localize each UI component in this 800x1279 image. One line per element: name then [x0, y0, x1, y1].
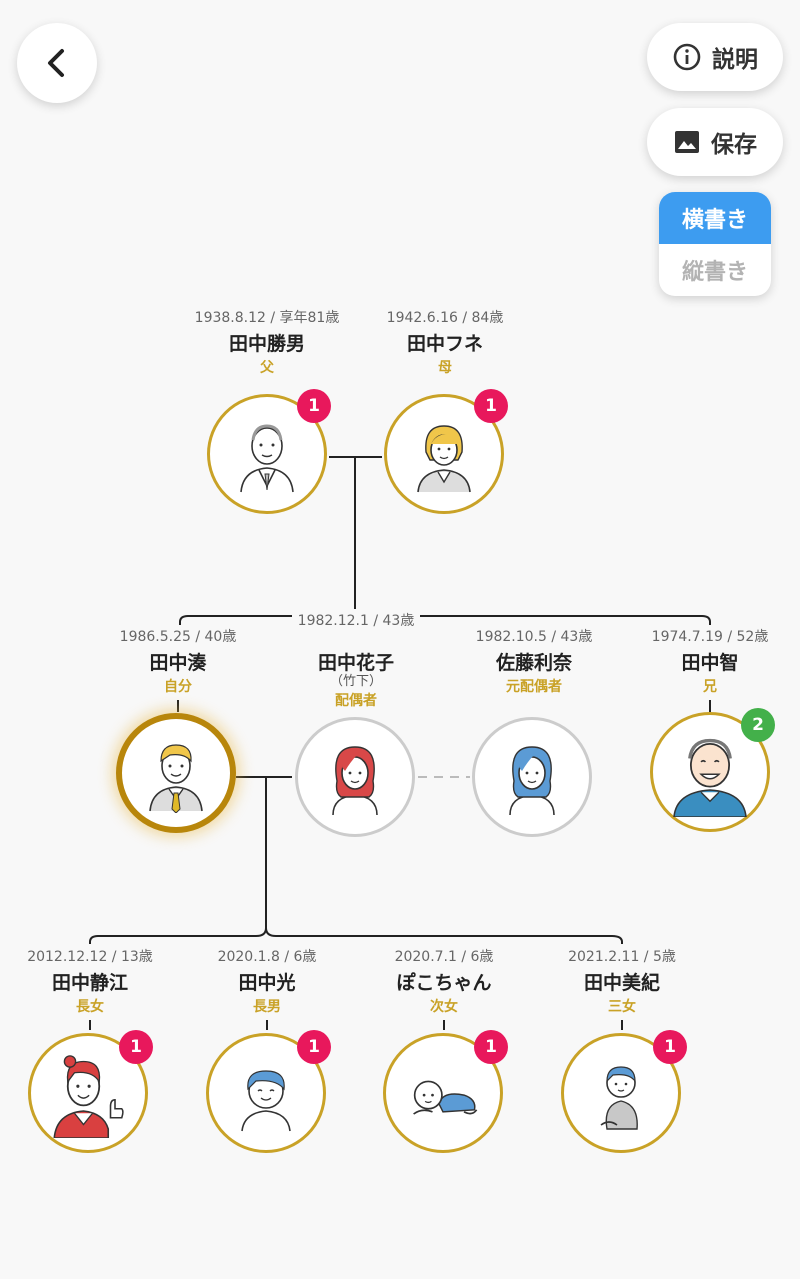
child3-info: 2020.7.1 / 6歳 ぽこちゃん 次女 — [354, 948, 534, 1016]
child1-relation: 長女 — [76, 999, 104, 1015]
child1-name: 田中静江 — [51, 972, 128, 994]
crawling-baby-illustration — [413, 1080, 478, 1115]
mother-badge: 1 — [474, 389, 508, 423]
child1-info: 2012.12.12 / 13歳 田中静江 長女 — [0, 948, 180, 1016]
woman-red-hair-illustration — [332, 746, 378, 816]
mother-date: 1942.6.16 / 84歳 — [386, 310, 504, 326]
mother-info: 1942.6.16 / 84歳 田中フネ 母 — [355, 309, 535, 377]
self-name: 田中湊 — [149, 652, 207, 674]
horizontal-option[interactable]: 横書き — [659, 192, 771, 244]
spouse-name: 田中花子 — [317, 652, 394, 674]
boy-illustration — [241, 1070, 291, 1132]
mother-name: 田中フネ — [406, 333, 483, 355]
child2-avatar[interactable] — [206, 1033, 326, 1153]
orientation-toggle: 横書き 縦書き — [659, 192, 771, 296]
girl-thumbs-up-illustration — [53, 1055, 124, 1138]
save-label: 保存 — [711, 132, 757, 158]
info-icon — [673, 43, 701, 71]
child2-date: 2020.1.8 / 6歳 — [217, 949, 317, 965]
child4-date: 2021.2.11 / 5歳 — [568, 949, 676, 965]
father-badge: 1 — [297, 389, 331, 423]
father-relation: 父 — [260, 360, 274, 376]
spouse-maiden-name: （竹下） — [329, 674, 382, 689]
ex-spouse-name: 佐藤利奈 — [495, 652, 572, 674]
self-date: 1986.5.25 / 40歳 — [119, 629, 237, 645]
save-image-button[interactable]: 保存 — [647, 108, 783, 176]
ex-spouse-avatar[interactable] — [472, 717, 592, 837]
self-avatar[interactable] — [116, 713, 236, 833]
sitting-baby-illustration — [600, 1066, 638, 1130]
child2-name: 田中光 — [238, 972, 296, 994]
child2-badge: 1 — [297, 1030, 331, 1064]
elderly-man-illustration — [240, 424, 294, 493]
marriage-date: 1982.12.1 / 43歳 — [298, 613, 415, 629]
brother-badge: 2 — [741, 708, 775, 742]
ex-spouse-date: 1982.10.5 / 43歳 — [475, 629, 593, 645]
older-man-illustration — [673, 738, 747, 817]
father-date: 1938.8.12 / 享年81歳 — [194, 310, 340, 326]
back-button[interactable] — [17, 23, 97, 103]
spouse-avatar[interactable] — [295, 717, 415, 837]
child1-date: 2012.12.12 / 13歳 — [27, 949, 153, 965]
explain-label: 説明 — [712, 47, 758, 73]
spouse-info: 田中花子 （竹下） 配偶者 — [266, 628, 446, 710]
explain-button[interactable]: 説明 — [647, 23, 783, 91]
child3-date: 2020.7.1 / 6歳 — [394, 949, 494, 965]
self-info: 1986.5.25 / 40歳 田中湊 自分 — [88, 628, 268, 696]
brother-name: 田中智 — [681, 652, 739, 674]
child4-info: 2021.2.11 / 5歳 田中美紀 三女 — [532, 948, 712, 1016]
child3-relation: 次女 — [430, 999, 458, 1015]
self-relation: 自分 — [164, 679, 192, 695]
child4-relation: 三女 — [608, 999, 636, 1015]
woman-blue-hair-illustration — [509, 746, 555, 816]
spouse-relation: 配偶者 — [335, 693, 377, 709]
vertical-option[interactable]: 縦書き — [681, 260, 748, 285]
child1-badge: 1 — [119, 1030, 153, 1064]
child2-relation: 長男 — [253, 999, 281, 1015]
brother-info: 1974.7.19 / 52歳 田中智 兄 — [620, 628, 800, 696]
chevron-left-icon — [48, 49, 64, 77]
father-name: 田中勝男 — [228, 333, 305, 355]
mother-relation: 母 — [438, 360, 452, 376]
child3-badge: 1 — [474, 1030, 508, 1064]
father-info: 1938.8.12 / 享年81歳 田中勝男 父 — [177, 309, 357, 377]
image-icon — [675, 131, 699, 153]
ex-spouse-info: 1982.10.5 / 43歳 佐藤利奈 元配偶者 — [444, 628, 624, 696]
brother-relation: 兄 — [703, 679, 717, 695]
brother-date: 1974.7.19 / 52歳 — [651, 629, 769, 645]
child2-info: 2020.1.8 / 6歳 田中光 長男 — [177, 948, 357, 1016]
woman-illustration — [417, 425, 471, 493]
ex-spouse-relation: 元配偶者 — [506, 679, 562, 695]
child4-badge: 1 — [653, 1030, 687, 1064]
child4-name: 田中美紀 — [583, 972, 660, 994]
young-man-illustration — [149, 744, 203, 813]
child3-name: ぽこちゃん — [396, 972, 492, 994]
